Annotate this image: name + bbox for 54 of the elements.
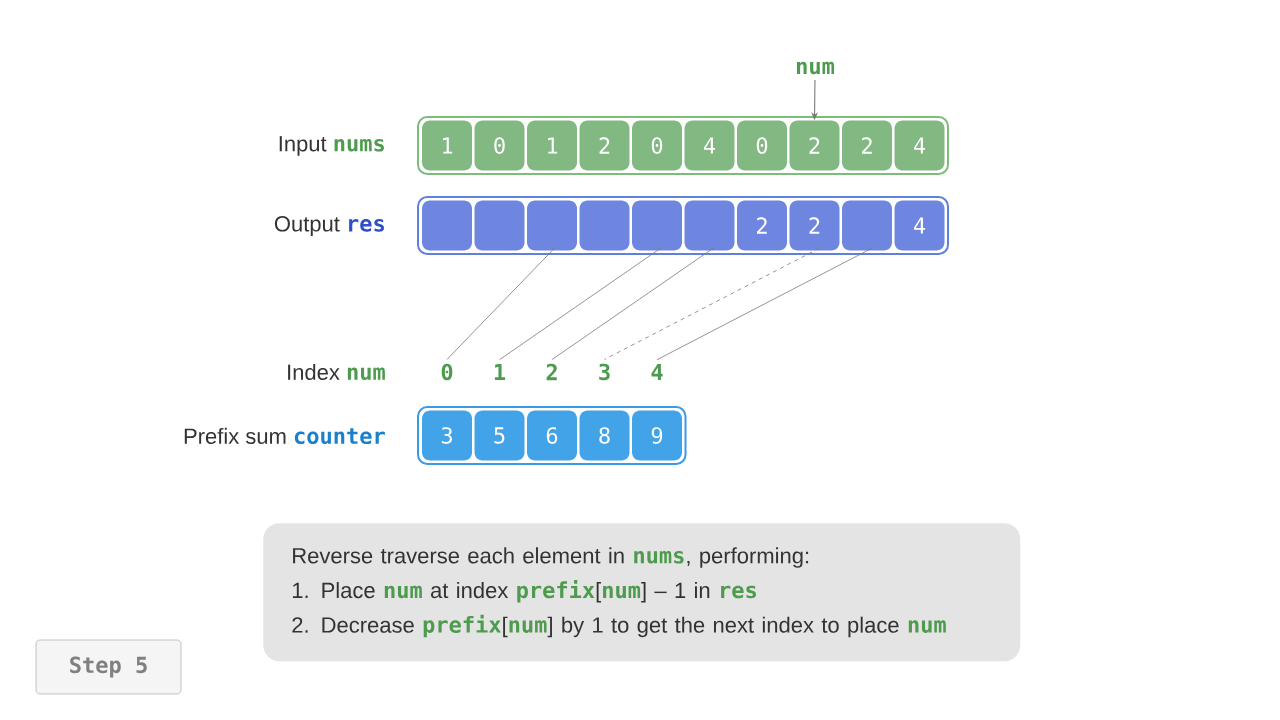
node-label: 8: [599, 427, 610, 444]
array-cell: [684, 200, 735, 251]
array-cell: 0: [474, 120, 525, 171]
node-label: 2: [599, 137, 610, 154]
row-label: Prefix sum counter: [184, 427, 385, 445]
array-cell: 5: [474, 410, 525, 461]
connector-line: [604, 247, 820, 360]
node-label: 0: [494, 137, 505, 154]
index-number: 3: [599, 363, 610, 381]
index-number: 0: [441, 363, 453, 381]
instruction-line: 2. Decrease prefix[num] by 1 to get the next index to place num: [292, 614, 946, 638]
index-number: 1: [494, 363, 506, 380]
instruction-line: Reverse traverse each element in nums, performing:: [293, 547, 809, 568]
info-panel: [263, 523, 1021, 662]
connector-line: [499, 247, 662, 361]
array-cell: 0: [737, 120, 787, 171]
array-cell: 9: [632, 410, 682, 461]
array-cell: [527, 200, 577, 251]
array-cell: 4: [684, 120, 735, 171]
row-label: Output res: [274, 216, 384, 236]
connector-line: [551, 247, 715, 360]
array-cell: 2: [789, 120, 840, 171]
instruction-line: 1. Place num at index prefix[num] – 1 in res: [292, 580, 756, 603]
node-label: 2: [809, 217, 820, 234]
connector-line: [446, 246, 557, 360]
array-cell: 6: [527, 410, 577, 461]
array-cell: 2: [579, 120, 630, 171]
array-cell: 8: [579, 410, 630, 461]
pointer-label: num: [797, 61, 835, 75]
array-cell: [579, 200, 630, 251]
connector-line: [656, 247, 873, 361]
node-label: 4: [703, 137, 716, 154]
node-label: 4: [913, 217, 926, 234]
row-label: Index num: [288, 363, 385, 381]
index-number: 4: [651, 363, 663, 380]
index-number: 2: [546, 363, 557, 381]
array-cell: 1: [527, 120, 577, 171]
array-cell: 4: [894, 200, 945, 251]
array-cell: 0: [632, 120, 682, 171]
array-cell: 2: [737, 200, 787, 251]
row-label: Input nums: [279, 136, 384, 156]
node-label: 5: [494, 427, 505, 444]
array-cell: [842, 200, 892, 251]
array-cell: 1: [422, 120, 472, 171]
array-cell: 2: [789, 200, 840, 251]
array-cell: 2: [842, 120, 892, 171]
node-label: 2: [809, 137, 820, 154]
array-cell: 3: [422, 410, 472, 461]
array-cell: [422, 200, 472, 251]
array-cell: [632, 200, 682, 251]
array-cell: [474, 200, 525, 251]
array-cell: 4: [894, 120, 945, 171]
node-label: 4: [913, 137, 926, 154]
step-button: Step 5: [35, 639, 182, 695]
